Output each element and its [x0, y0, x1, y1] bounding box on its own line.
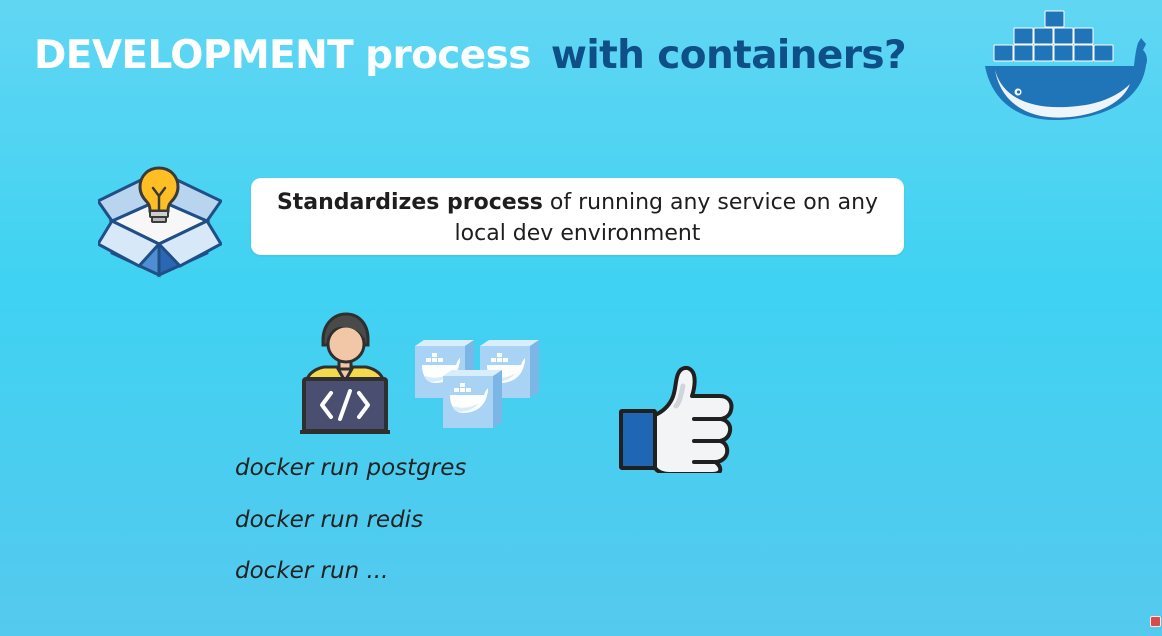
standardization-callout: Standardizes process of running any serv…: [251, 178, 904, 255]
title-with-containers: with containers?: [550, 33, 907, 78]
command-postgres: docker run postgres: [235, 455, 467, 481]
developer-laptop-icon: [300, 312, 390, 434]
callout-body-text: of running any service on any local dev …: [454, 190, 879, 246]
docker-whale-icon: [985, 10, 1147, 120]
title-process: process: [365, 33, 531, 78]
command-redis: docker run redis: [235, 507, 424, 533]
callout-bold-text: Standardizes process: [276, 190, 543, 215]
title-development: DEVELOPMENT: [34, 33, 354, 78]
container-stack-icon: [415, 340, 539, 428]
thumbs-up-icon: [619, 365, 734, 473]
command-more: docker run ...: [235, 558, 389, 584]
lightbulb-box-icon: [98, 166, 222, 278]
corner-indicator-icon: [1150, 616, 1161, 627]
